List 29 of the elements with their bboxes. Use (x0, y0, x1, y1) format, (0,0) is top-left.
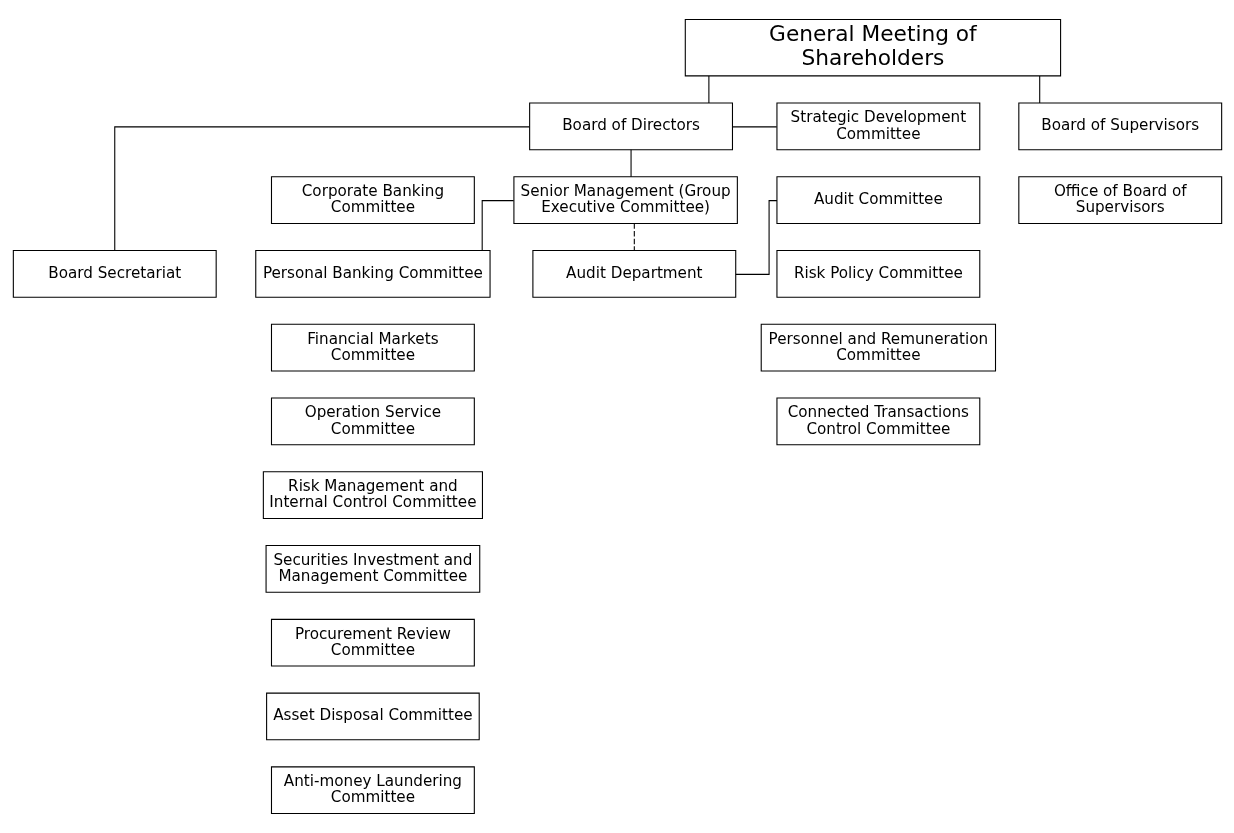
node-box: Personnel and Remuneration Committee (760, 323, 996, 372)
connector (734, 200, 777, 275)
connector (481, 200, 514, 251)
node-box: Audit Department (531, 250, 736, 298)
node-box: Board of Supervisors (1017, 102, 1222, 151)
connector (633, 222, 635, 251)
node-box: Operation Service Committee (270, 397, 475, 446)
connector (707, 75, 709, 104)
connector (1038, 75, 1040, 104)
node-box: General Meeting of Shareholders (684, 18, 1061, 77)
node-box: Securities Investment and Management Committee (265, 545, 480, 593)
node-box: Corporate Banking Committee (270, 176, 475, 224)
node-box: Senior Management (Group Executive Committee) (512, 176, 738, 224)
node-box: Asset Disposal Committee (265, 692, 480, 741)
node-box: Risk Policy Committee (775, 250, 980, 298)
node-box: Board Secretariat (12, 250, 217, 298)
node-box: Office of Board of Supervisors (1017, 176, 1222, 224)
connector (113, 126, 530, 251)
node-box: Anti-money Laundering Committee (270, 766, 475, 815)
node-box: Audit Committee (775, 176, 980, 224)
node-box: Board of Directors (528, 102, 733, 151)
connector (731, 126, 777, 128)
node-box: Risk Management and Internal Control Committee (262, 471, 483, 519)
node-box: Personal Banking Committee (254, 250, 491, 298)
node-box: Financial Markets Committee (270, 323, 475, 372)
node-box: Connected Transactions Control Committee (775, 397, 980, 446)
node-box: Procurement Review Committee (270, 618, 475, 667)
connector (630, 149, 632, 178)
node-box: Strategic Development Committee (775, 102, 980, 151)
